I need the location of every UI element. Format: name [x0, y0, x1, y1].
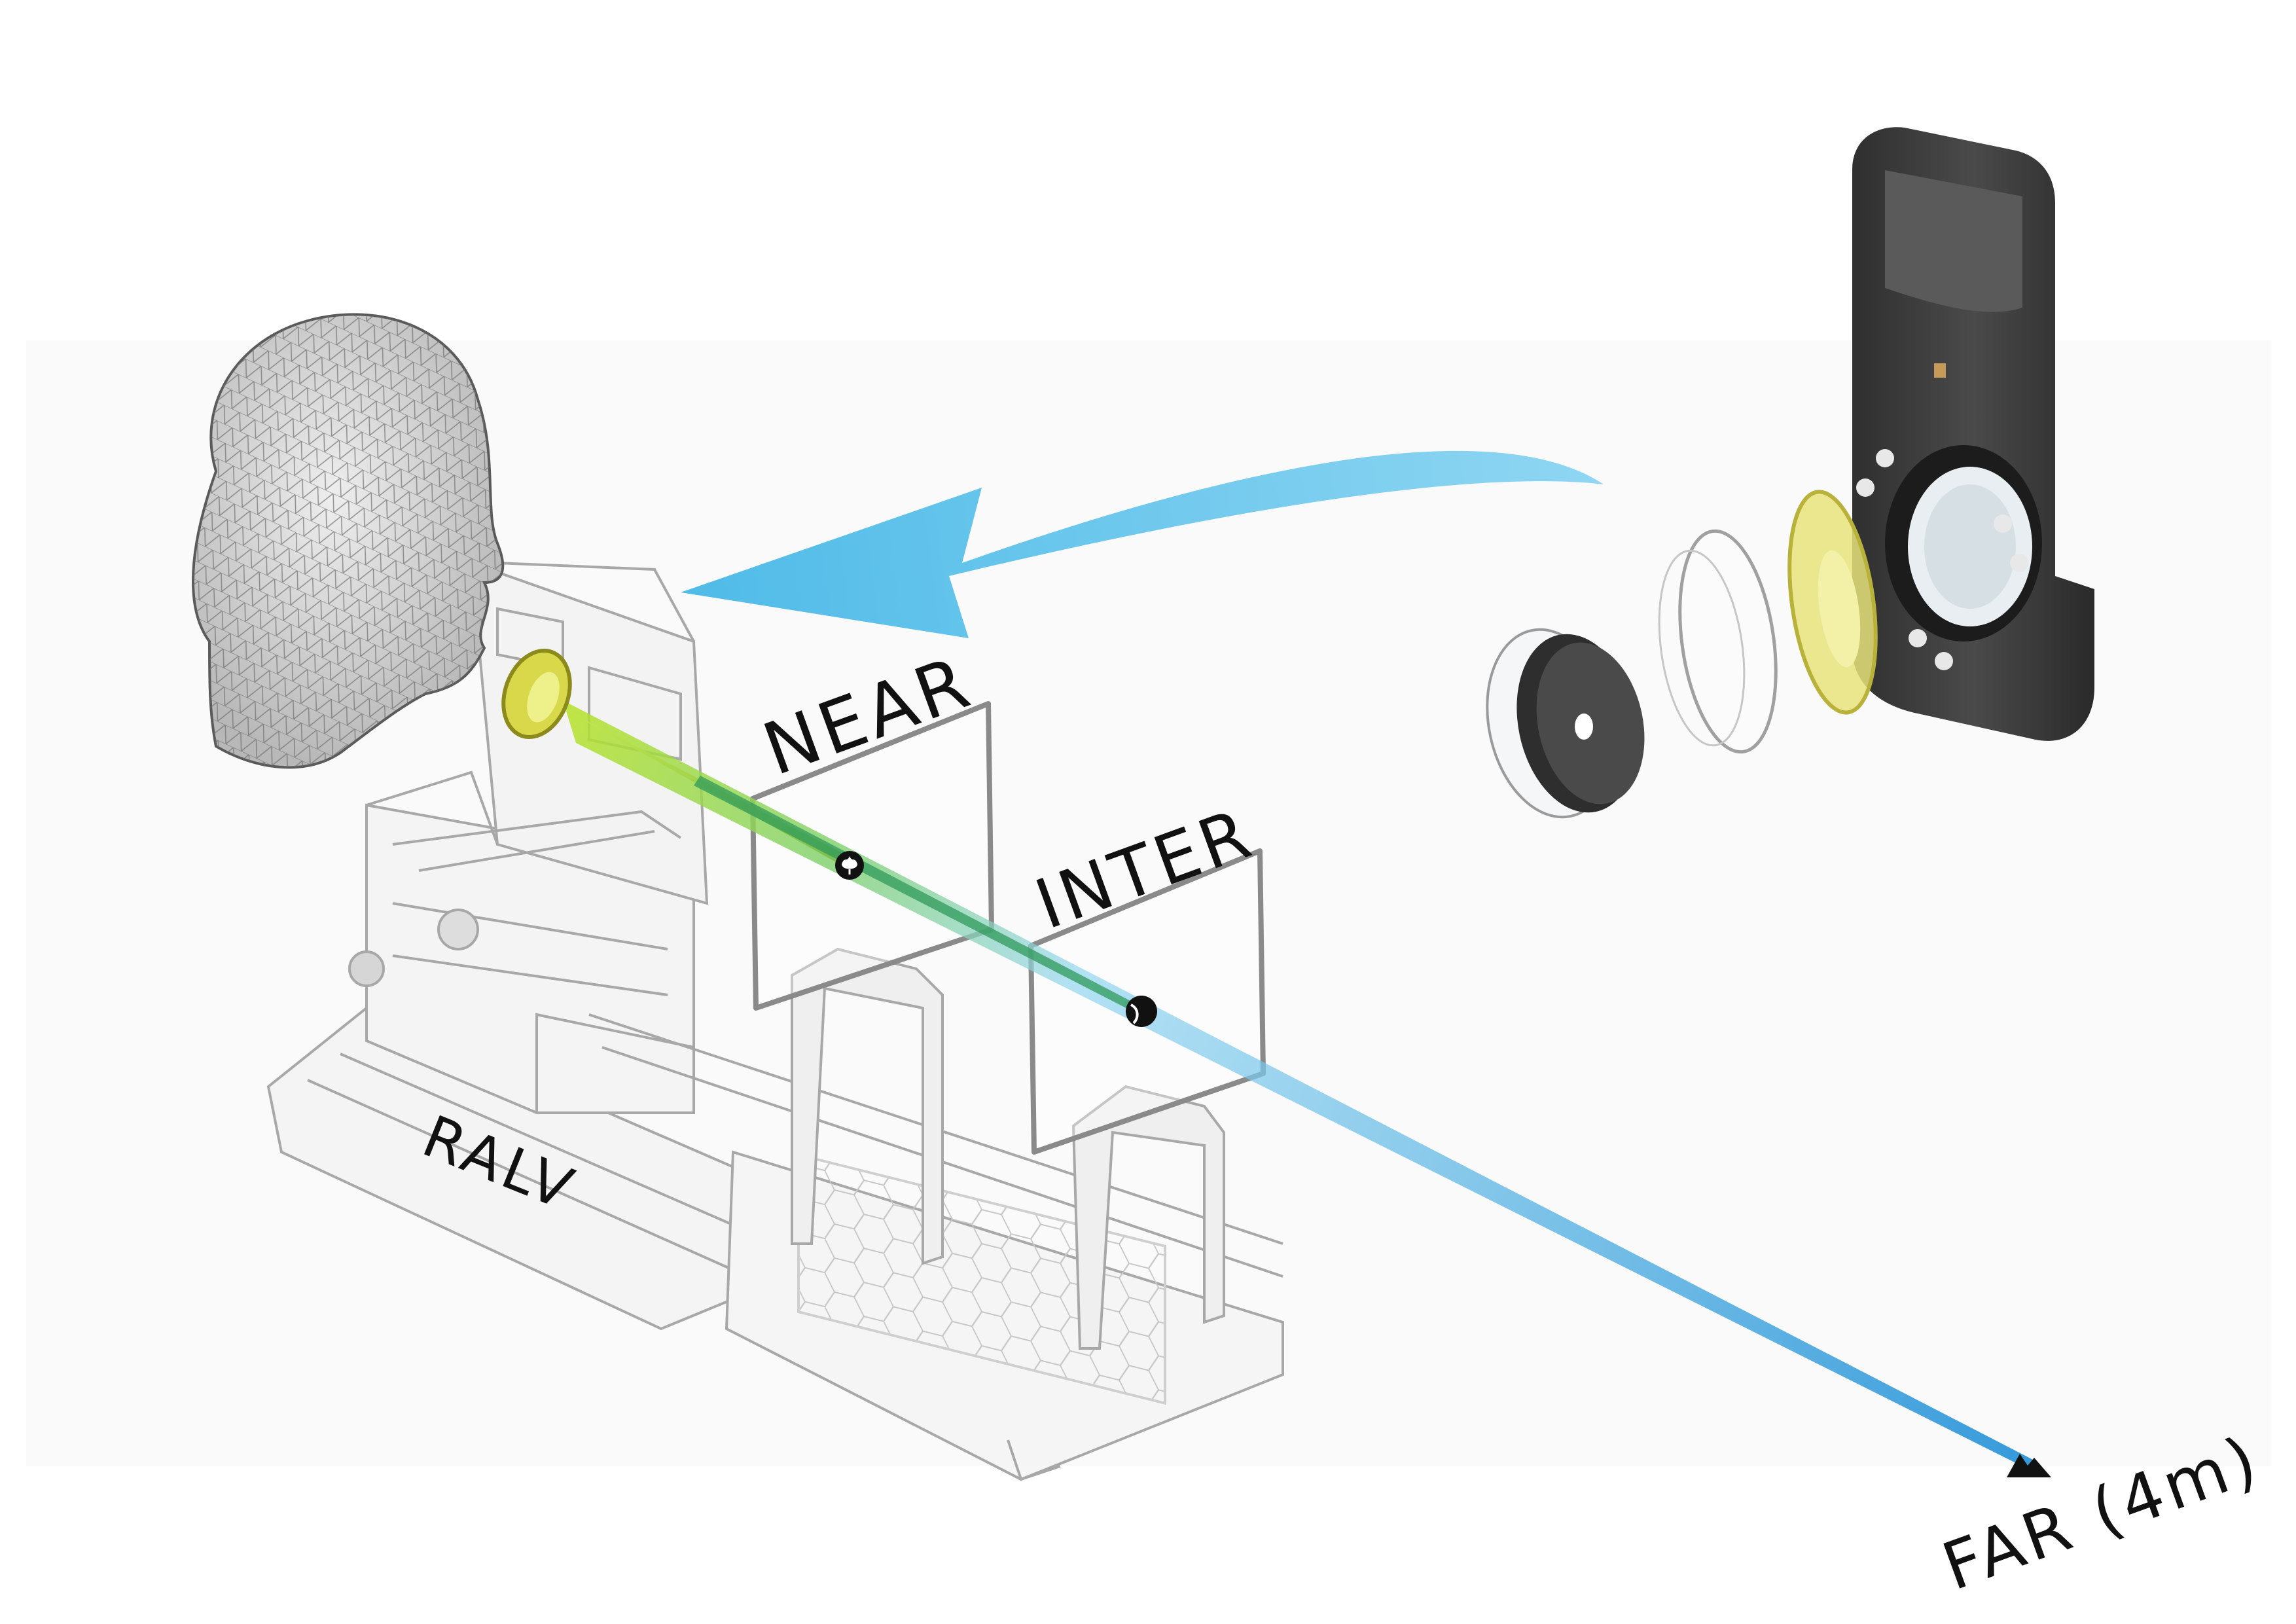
line-of-sight-beam — [563, 700, 2036, 1470]
near-target-icon — [835, 851, 864, 880]
inter-target-icon — [1126, 996, 1157, 1027]
curved-arrow — [681, 450, 1604, 638]
head-model — [192, 313, 505, 769]
wireframe-device — [266, 561, 1284, 1481]
inter-ray — [694, 776, 1144, 1015]
trial-lens — [501, 649, 572, 739]
far-target-icon — [2007, 1454, 2051, 1477]
lens-holder-assembly — [1486, 127, 2094, 819]
